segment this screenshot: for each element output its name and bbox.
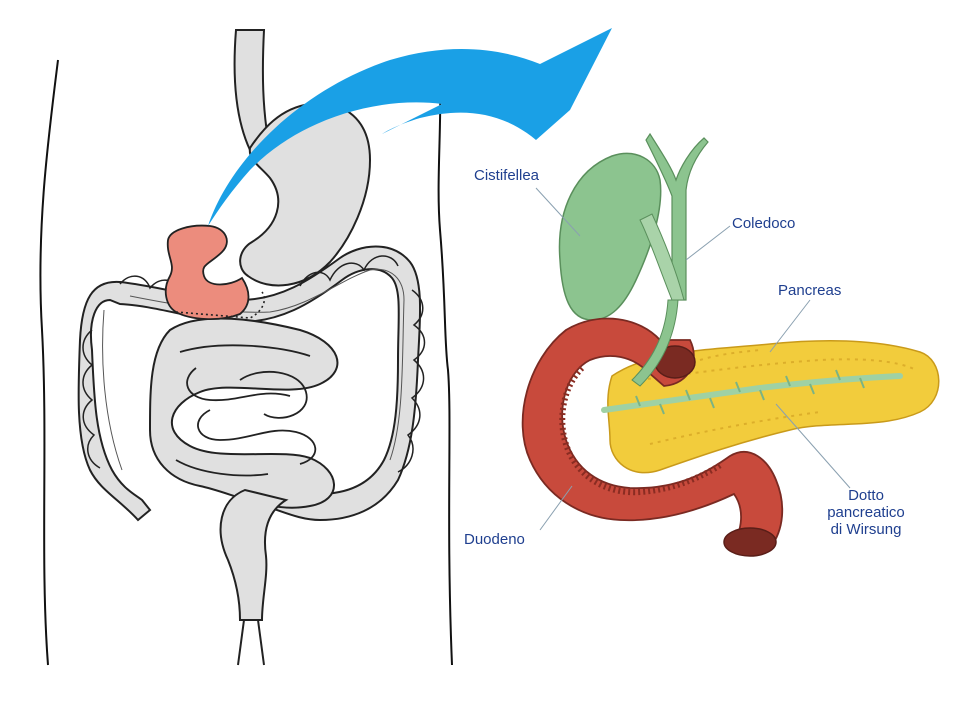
- common-bile-duct-end: [631, 299, 679, 387]
- duodenum-opening-bottom: [723, 527, 777, 557]
- torso-left-contour: [39, 59, 59, 666]
- colon: [77, 245, 422, 522]
- wirsung-duct: [601, 373, 903, 413]
- leader-wirsung: [775, 403, 851, 489]
- colon-haustra-right: [397, 289, 426, 473]
- torso-right-contour: [437, 59, 453, 666]
- label-duodenum: Duodeno: [464, 531, 525, 548]
- cystic-duct: [639, 213, 685, 301]
- label-gallbladder: Cistifellea: [474, 167, 540, 184]
- label-wirsung-line3: di Wirsung: [830, 521, 902, 538]
- small-intestine: [148, 317, 339, 509]
- leader-pancreas: [769, 299, 811, 353]
- label-wirsung-line1: Dotto: [848, 487, 884, 504]
- leader-gallbladder: [535, 187, 581, 237]
- rectum: [219, 488, 289, 621]
- leader-bile-duct: [685, 225, 731, 261]
- duodenum: [521, 317, 784, 549]
- colon-haustra-left: [82, 329, 101, 469]
- hepatic-ducts: [645, 132, 709, 301]
- label-bile-duct: Coledoco: [732, 215, 796, 232]
- pancreas-texture: [639, 349, 917, 445]
- gallbladder: [558, 152, 662, 321]
- leader-duodenum: [539, 485, 573, 531]
- pancreas-highlight-outline: [175, 291, 266, 319]
- duodenum-inner-folds: [559, 365, 724, 496]
- wirsung-duct-branches: [635, 369, 865, 415]
- rectum-exit: [237, 619, 265, 666]
- zoom-arrow: [208, 28, 612, 226]
- torso-illustration: [39, 28, 612, 666]
- label-wirsung-duct: Dotto pancreatico di Wirsung: [806, 487, 926, 538]
- pancreas-detail: [521, 132, 940, 557]
- duodenum-highlight: [164, 224, 250, 320]
- label-wirsung-line2: pancreatico: [827, 504, 905, 521]
- label-pancreas: Pancreas: [778, 282, 842, 299]
